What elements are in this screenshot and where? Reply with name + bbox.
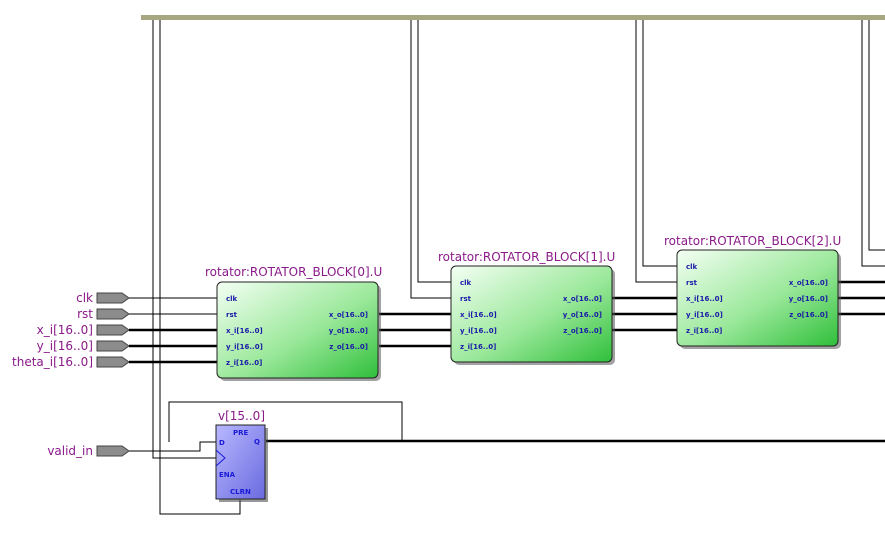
port-theta-i-label: theta_i[16..0] [12,355,93,369]
rotator-block-1[interactable]: rotator:ROTATOR_BLOCK[1].U clk rst x_i[1… [438,250,615,365]
top-bus-bar [141,15,885,20]
input-wires [129,297,217,452]
block-2-pin-x-i: x_i[16..0] [686,295,723,303]
port-x-i-arrow [96,324,130,336]
port-valid-in-arrow [96,445,130,457]
block-1-title: rotator:ROTATOR_BLOCK[1].U [438,250,615,264]
block-0-pin-z-i: z_i[16..0] [226,359,262,367]
block-1-pin-x-i: x_i[16..0] [460,311,497,319]
rotator-block-2[interactable]: rotator:ROTATOR_BLOCK[2].U clk rst x_i[1… [664,234,841,349]
block-2-title: rotator:ROTATOR_BLOCK[2].U [664,234,841,248]
port-clk-arrow [96,292,130,304]
port-theta-i-arrow [96,356,130,368]
block-0-pin-x-o: x_o[16..0] [329,311,368,319]
register-pin-q: Q [254,438,260,446]
block-0-pin-clk: clk [226,295,238,303]
block-2-pin-clk: clk [686,263,698,271]
block-2-pin-y-i: y_i[16..0] [686,311,723,319]
block-0-title: rotator:ROTATOR_BLOCK[0].U [205,265,382,279]
register-v[interactable]: v[15..0] PRE D Q ENA CLRN [215,409,268,502]
port-rst-label: rst [77,307,93,321]
block-1-pin-y-i: y_i[16..0] [460,327,497,335]
block-1-pin-z-o: z_o[16..0] [563,327,602,335]
block-2-pin-rst: rst [686,279,698,287]
rotator-block-0[interactable]: rotator:ROTATOR_BLOCK[0].U clk rst x_i[1… [205,265,382,381]
port-y-i-label: y_i[16..0] [37,339,93,353]
block-1-pin-rst: rst [460,295,472,303]
port-valid-in-label: valid_in [47,444,93,458]
block-0-pin-rst: rst [226,311,238,319]
port-clk-label: clk [76,291,93,305]
register-pin-ena: ENA [219,471,236,479]
register-pin-pre: PRE [233,429,249,437]
input-ports [96,292,130,457]
register-pin-d: D [219,439,225,447]
stage-buses [379,280,885,348]
register-title: v[15..0] [218,409,265,423]
block-1-pin-x-o: x_o[16..0] [563,295,602,303]
block-0-pin-z-o: z_o[16..0] [329,343,368,351]
block-0-pin-y-o: y_o[16..0] [329,327,368,335]
port-rst-arrow [96,308,130,320]
register-clock-triangle-icon [215,449,226,467]
block-1-pin-clk: clk [460,279,472,287]
block-0-pin-x-i: x_i[16..0] [226,327,263,335]
block-2-pin-z-i: z_i[16..0] [686,327,722,335]
port-x-i-label: x_i[16..0] [37,323,93,337]
port-y-i-arrow [96,340,130,352]
register-pin-clrn: CLRN [230,488,251,496]
block-1-pin-y-o: y_o[16..0] [563,311,602,319]
block-2-pin-x-o: x_o[16..0] [789,279,828,287]
block-2-pin-z-o: z_o[16..0] [789,311,828,319]
vertical-wires [152,20,885,515]
block-1-pin-z-i: z_i[16..0] [460,343,496,351]
register-wires [168,401,885,443]
block-0-pin-y-i: y_i[16..0] [226,343,263,351]
block-2-pin-y-o: y_o[16..0] [789,295,828,303]
